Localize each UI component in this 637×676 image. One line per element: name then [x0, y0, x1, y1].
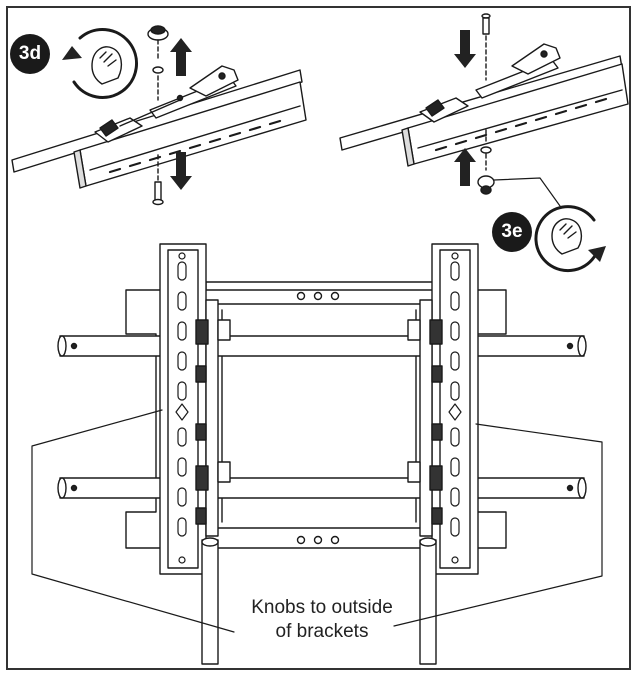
callout-line-2: of brackets: [275, 621, 369, 642]
wall-plate-assembly: [57, 243, 587, 665]
step-3d-badge: [10, 34, 50, 74]
arrow-down-icon: [454, 30, 476, 68]
diagram-frame: [6, 6, 631, 670]
hand-turn-ccw-icon: [62, 27, 138, 99]
arrow-up-icon: [170, 38, 192, 76]
callout-line-1: Knobs to outside: [251, 597, 393, 618]
step-3e-label: 3e: [501, 221, 523, 242]
step-3d-label: 3d: [18, 43, 42, 64]
step-3e-illustration: [339, 13, 629, 273]
arrow-up-icon: [454, 148, 476, 186]
knobs-callout: Knobs to outside of brackets: [232, 596, 412, 644]
step-3e-badge: [492, 212, 532, 252]
step-3d-illustration: [11, 25, 307, 206]
callout-lines: [31, 409, 603, 633]
hand-turn-cw-icon: [534, 205, 606, 273]
arrow-down-icon: [170, 152, 192, 190]
